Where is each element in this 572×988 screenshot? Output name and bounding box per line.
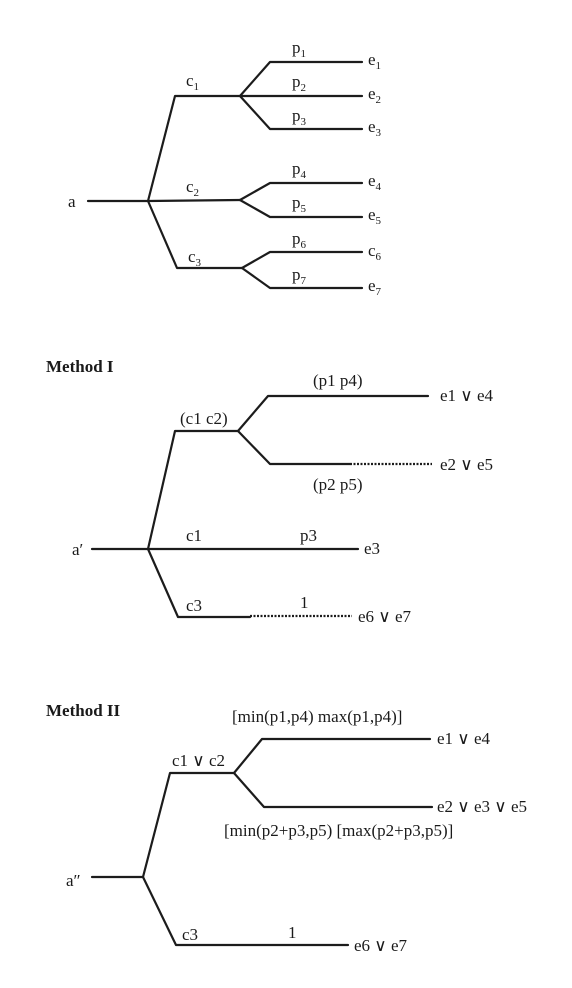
method-2-branch-bot: c3 [182, 925, 198, 944]
method-1-edge-lower [236, 429, 352, 466]
method-1-outcome-top: e1 ∨ e4 [440, 386, 494, 405]
tree-a-edge-p3 [238, 94, 364, 131]
tree-a-outcome-e1: e1 [368, 50, 381, 72]
tree-a-prob-p6: p6 [292, 229, 307, 251]
tree-a-edge-c2 [146, 198, 242, 203]
method-1-root-label: a′ [72, 540, 83, 559]
method-2-branch-top: c1 ∨ c2 [172, 751, 225, 770]
method-1-edge-top [146, 429, 240, 551]
method-2-prob-top: [min(p1,p4) max(p1,p4)] [232, 707, 402, 726]
method-1-branch-top: (c1 c2) [180, 409, 228, 428]
method-1-branch-bot: c3 [186, 596, 202, 615]
tree-a: a c1 c2 c3 p1 p2 p3 p4 p5 p6 p7 e1 e2 e3… [68, 38, 382, 298]
tree-a-edge-c3 [146, 199, 244, 270]
method-2-prob-bot: 1 [288, 923, 297, 942]
tree-a-edge-p5 [238, 198, 364, 219]
method-2-edge-top [141, 771, 236, 879]
method-1-heading: Method I [46, 357, 114, 376]
method-1-prob-low: (p2 p5) [313, 475, 363, 494]
tree-a-prob-p4: p4 [292, 159, 307, 181]
method-1-prob-bot: 1 [300, 593, 309, 612]
tree-a-outcome-c6: c6 [368, 241, 382, 263]
method-2-outcome-bot: e6 ∨ e7 [354, 936, 408, 955]
tree-a-outcome-e4: e4 [368, 171, 382, 193]
tree-a-root-label: a [68, 192, 76, 211]
method-1-edge-upper [236, 394, 430, 433]
tree-a-edge-p4 [238, 181, 364, 202]
method-1-prob-mid: p3 [300, 526, 317, 545]
tree-a-prob-p7: p7 [292, 265, 307, 287]
tree-a-outcome-e7: e7 [368, 276, 382, 298]
method-2-edge-upper [232, 737, 432, 775]
tree-a-outcome-e2: e2 [368, 84, 381, 106]
tree-a-outcome-e5: e5 [368, 205, 382, 227]
tree-a-edge-p7 [240, 266, 364, 290]
tree-a-chance-c1: c1 [186, 71, 199, 93]
tree-a-edge-p1 [238, 60, 364, 98]
method-1-tree: Method I a′ (c1 c2) c1 c3 (p1 p4) (p2 p5… [46, 357, 494, 626]
tree-a-edge-c1 [146, 94, 242, 203]
tree-a-chance-c3: c3 [188, 247, 202, 269]
method-2-edge-lower [232, 771, 434, 809]
method-2-tree: Method II a″ c1 ∨ c2 c3 [min(p1,p4) max(… [46, 701, 527, 955]
method-1-prob-top: (p1 p4) [313, 371, 363, 390]
method-2-edge-bot [141, 875, 350, 947]
tree-a-prob-p2: p2 [292, 72, 306, 94]
tree-a-prob-p3: p3 [292, 106, 307, 128]
tree-a-prob-p1: p1 [292, 38, 306, 60]
method-2-heading: Method II [46, 701, 121, 720]
tree-a-outcome-e3: e3 [368, 117, 382, 139]
method-1-edge-bot [146, 547, 252, 619]
tree-a-prob-p5: p5 [292, 193, 307, 215]
tree-a-chance-c2: c2 [186, 177, 199, 199]
method-2-outcome-low: e2 ∨ e3 ∨ e5 [437, 797, 527, 816]
tree-a-edge-p6 [240, 250, 364, 270]
method-2-root-label: a″ [66, 871, 81, 890]
method-1-outcome-bot: e6 ∨ e7 [358, 607, 412, 626]
method-1-outcome-mid: e3 [364, 539, 380, 558]
method-2-outcome-top: e1 ∨ e4 [437, 729, 491, 748]
method-1-branch-mid: c1 [186, 526, 202, 545]
method-1-outcome-low: e2 ∨ e5 [440, 455, 493, 474]
method-2-prob-low: [min(p2+p3,p5) [max(p2+p3,p5)] [224, 821, 453, 840]
